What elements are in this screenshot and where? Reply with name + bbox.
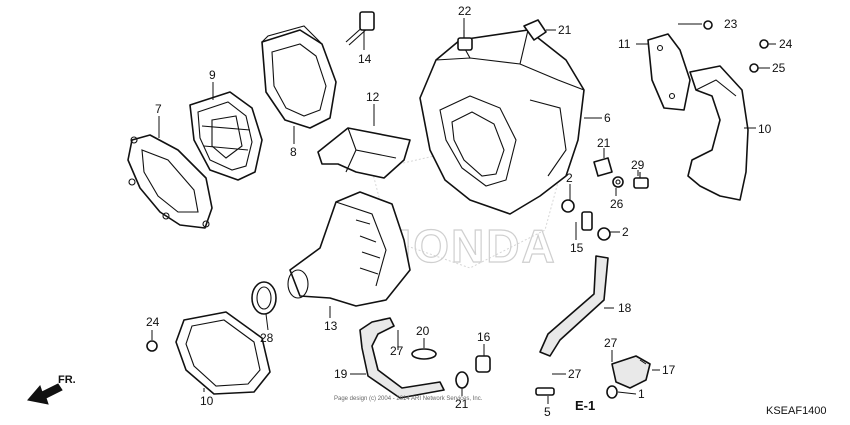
callout-11: 12	[366, 90, 380, 104]
part-19-clip[interactable]	[411, 348, 437, 360]
callout-14: 15	[570, 241, 584, 255]
callout-28: 28	[260, 331, 274, 345]
part-26-washer[interactable]	[612, 176, 624, 188]
callout-6: 8	[290, 145, 297, 159]
part-3-fitting[interactable]	[535, 387, 555, 396]
callout-7: 9	[209, 68, 216, 82]
part-12-intake-duct[interactable]	[287, 191, 411, 307]
part-29-bolt[interactable]	[633, 172, 649, 189]
callout-20: 21	[455, 397, 469, 411]
callout-4: 6	[604, 111, 611, 125]
callout-5: 7	[155, 102, 162, 116]
part-23-bolt[interactable]	[703, 20, 713, 30]
callout-21-top: 21	[558, 23, 572, 37]
callout-19: 20	[416, 324, 430, 338]
part-14-fitting[interactable]	[581, 211, 593, 231]
callout-29: 29	[631, 158, 645, 172]
part-24-bolt-upper[interactable]	[759, 39, 769, 49]
part-17-tube[interactable]	[539, 255, 609, 357]
callout-13: 14	[358, 52, 372, 66]
callout-17: 18	[618, 301, 632, 315]
leader-lines	[151, 18, 776, 404]
part-16-hose[interactable]	[611, 355, 651, 389]
front-direction-arrow-icon: FR.	[27, 374, 76, 405]
part-6-filter-cage[interactable]	[261, 25, 337, 129]
part-25-nut[interactable]	[146, 340, 158, 352]
part-5-bracket[interactable]	[127, 134, 213, 229]
callout-24-upper: 24	[779, 37, 793, 51]
callout-2-upper: 2	[566, 171, 573, 185]
part-8-gasket[interactable]	[175, 311, 271, 395]
callout-26: 26	[610, 197, 624, 211]
part-13-bolt[interactable]	[345, 11, 375, 46]
part-28-clamp[interactable]	[251, 281, 277, 315]
callout-1: 1	[638, 387, 645, 401]
part-7-filter-element[interactable]	[189, 91, 263, 181]
callout-27-mid: 27	[568, 367, 582, 381]
part-24-bolt-lower[interactable]	[749, 63, 759, 73]
callout-3: 5	[544, 405, 551, 419]
part-2-clamp-lower[interactable]	[597, 227, 611, 241]
part-11-bracket[interactable]	[317, 127, 411, 179]
callout-27-left: 27	[390, 344, 404, 358]
part-10-plate[interactable]	[647, 33, 691, 111]
callout-18: 19	[334, 367, 348, 381]
callout-16: 17	[662, 363, 676, 377]
direction-label: FR.	[58, 374, 76, 386]
callout-10: 11	[618, 37, 631, 51]
callout-22: 22	[458, 4, 472, 18]
part-9-duct-cover[interactable]	[687, 65, 749, 201]
callout-8: 10	[200, 394, 214, 408]
part-21-clip-right[interactable]	[593, 157, 613, 177]
callout-12: 13	[324, 319, 338, 333]
callout-25: 24	[146, 315, 160, 329]
copyright-text: Page design (c) 2004 - 2014 ARI Network …	[334, 396, 483, 402]
section-label: E-1	[575, 398, 595, 413]
callout-2-lower: 2	[622, 225, 629, 239]
part-4-air-box[interactable]	[419, 29, 585, 215]
part-2-clamp-upper[interactable]	[561, 199, 575, 213]
callout-24-lower: 25	[772, 61, 786, 75]
part-22-bolt[interactable]	[457, 30, 473, 51]
callout-numbers: 7 9 8 14 12 22 21 6 21 29 26 2 15 2 18 2…	[146, 4, 793, 419]
part-21-clip-top[interactable]	[523, 19, 547, 41]
callout-21-right: 21	[597, 136, 611, 150]
callout-15: 16	[477, 330, 491, 344]
diagram-code: KSEAF1400	[766, 405, 827, 417]
callout-9: 10	[758, 122, 772, 136]
part-15-plug[interactable]	[475, 355, 491, 373]
part-18-drain-hose[interactable]	[359, 317, 445, 399]
part-20-clamp[interactable]	[455, 371, 469, 389]
callout-27-right: 27	[604, 336, 618, 350]
part-1-fitting[interactable]	[606, 385, 618, 399]
callout-23: 23	[724, 17, 738, 31]
